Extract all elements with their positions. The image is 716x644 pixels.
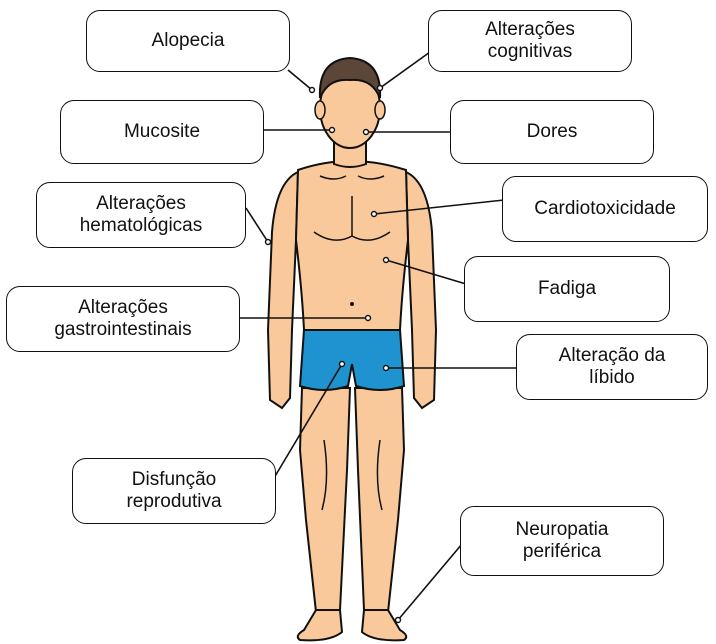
label-cognitive-line1: Alterações	[485, 19, 575, 41]
connector-cognitive	[380, 52, 430, 88]
label-mucositis-line1: Mucosite	[124, 121, 200, 143]
left-arm	[268, 172, 298, 408]
label-peripheral-neuropathy: Neuropatia periférica	[460, 506, 664, 576]
label-alopecia-line1: Alopecia	[152, 30, 225, 52]
label-pain: Dores	[450, 100, 654, 164]
label-cognitive-changes: Alterações cognitivas	[428, 10, 632, 72]
label-hematologic-line1: Alterações	[96, 193, 186, 215]
connector-alopecia	[288, 70, 312, 90]
label-gastro-line1: Alterações	[78, 297, 168, 319]
label-hematologic-line2: hematológicas	[80, 215, 203, 237]
label-mucositis: Mucosite	[60, 100, 264, 164]
label-libido-change: Alteração da líbido	[516, 334, 708, 400]
label-neuropathy-line2: periférica	[523, 541, 601, 563]
label-reproductive-line2: reprodutiva	[126, 491, 221, 513]
label-fatigue-line1: Fadiga	[538, 278, 596, 300]
label-fatigue: Fadiga	[464, 256, 670, 322]
left-foot	[298, 610, 342, 640]
label-cardiotoxicity: Cardiotoxicidade	[502, 176, 708, 242]
label-reproductive-line1: Disfunção	[132, 469, 217, 491]
label-libido-line2: líbido	[589, 367, 634, 389]
label-pain-line1: Dores	[527, 121, 578, 143]
underwear	[300, 330, 404, 390]
label-alopecia: Alopecia	[86, 10, 290, 72]
label-libido-line1: Alteração da	[559, 345, 666, 367]
label-neuropathy-line1: Neuropatia	[516, 519, 609, 541]
connector-neuropathy	[398, 544, 462, 620]
label-reproductive-dysfunction: Disfunção reprodutiva	[72, 458, 276, 524]
connector-hematologic	[246, 208, 268, 242]
label-gastro-line2: gastrointestinais	[54, 319, 191, 341]
label-cognitive-line2: cognitivas	[488, 41, 573, 63]
right-foot	[362, 610, 406, 640]
label-gastrointestinal-changes: Alterações gastrointestinais	[6, 286, 240, 352]
label-hematologic-changes: Alterações hematológicas	[36, 182, 246, 248]
label-cardio-line1: Cardiotoxicidade	[534, 198, 676, 220]
